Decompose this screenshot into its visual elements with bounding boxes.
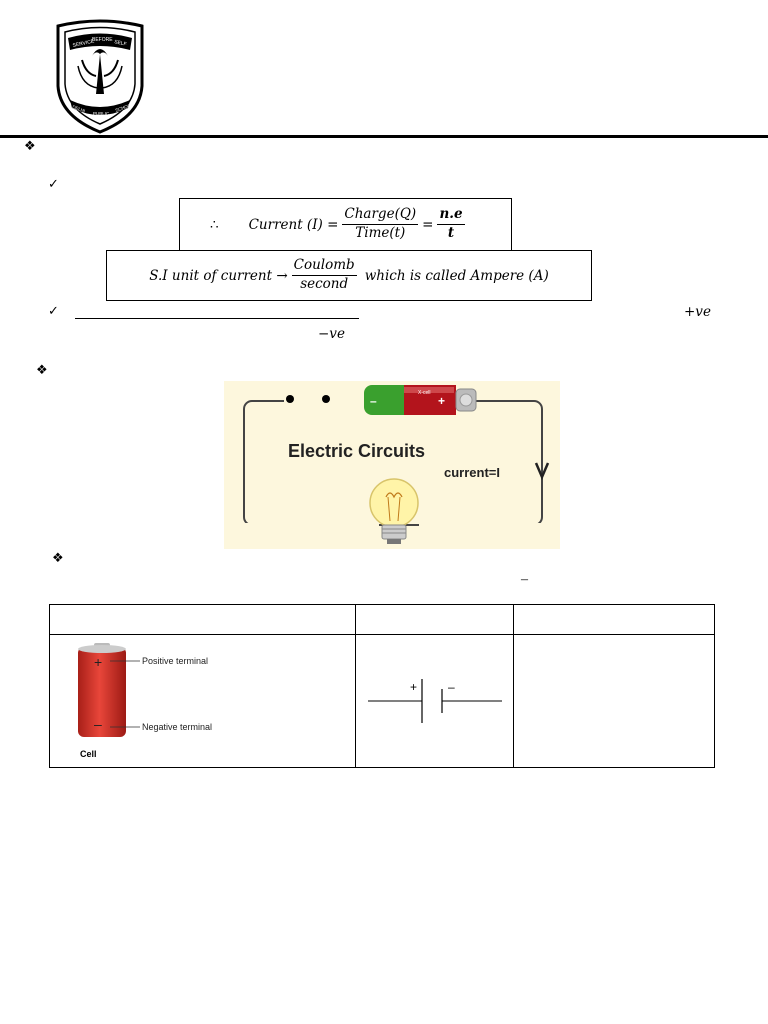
- minus-mark: –: [521, 572, 528, 587]
- table-header-cell: [513, 604, 715, 635]
- battery-plus: +: [438, 394, 445, 408]
- table-row: + – Positive terminal Negative terminal …: [49, 634, 715, 768]
- logo-motto-right: SELF: [114, 39, 127, 47]
- cell-caption: Cell: [80, 749, 97, 759]
- positive-charge: +ve: [684, 304, 711, 320]
- current-formula-box: ∴ Current (I) = Charge(Q) Time(t) = n.e …: [179, 198, 512, 250]
- fraction-numerator: Charge(Q): [342, 207, 419, 225]
- charge-time-fraction: Charge(Q) Time(t): [342, 207, 419, 241]
- logo-bottom-center: PUBLIC: [93, 111, 110, 116]
- table-header-cell: [355, 604, 514, 635]
- negative-terminal-label: Negative terminal: [142, 722, 212, 732]
- equals-sign: =: [422, 216, 434, 233]
- fraction-denominator: t: [447, 225, 455, 241]
- fraction-denominator: Time(t): [355, 225, 406, 241]
- current-lhs: Current (I) =: [248, 216, 339, 233]
- battery-label: X-cell: [418, 390, 431, 396]
- cell-symbol-diagram: + –: [368, 679, 502, 723]
- header-divider: [0, 135, 768, 138]
- underline-rule: [75, 318, 359, 319]
- torch-icon: [77, 49, 123, 94]
- fraction-denominator: second: [300, 276, 349, 292]
- switch-terminal-icon: [322, 395, 330, 403]
- fraction-numerator: n.e: [437, 207, 465, 225]
- logo-motto-center: BEFORE: [92, 37, 113, 43]
- cell-plus: +: [94, 654, 102, 670]
- negative-charge: −ve: [318, 326, 345, 342]
- table-header-cell: [49, 604, 356, 635]
- cell-minus: –: [94, 716, 102, 732]
- symbol-table: + – Positive terminal Negative terminal …: [49, 604, 715, 768]
- logo-motto-left: SERVICE: [72, 38, 95, 49]
- cell-image-cell: + – Positive terminal Negative terminal …: [49, 634, 356, 768]
- section-bullet: ❖: [36, 363, 48, 378]
- logo-bottom-right: SCHOOL: [115, 102, 135, 113]
- therefore-symbol: ∴: [210, 216, 219, 233]
- circuit-title: Electric Circuits: [288, 441, 425, 461]
- cell-battery-image: + – Positive terminal Negative terminal …: [78, 643, 212, 759]
- symbol-minus: –: [448, 680, 455, 694]
- check-mark: ✓: [48, 177, 59, 192]
- si-unit-box: S.I unit of current → Coulomb second whi…: [106, 250, 592, 301]
- si-unit-rhs: which is called Ampere (A): [364, 267, 549, 284]
- current-label: current=I: [444, 465, 500, 480]
- section-bullet: ❖: [24, 139, 36, 154]
- electric-circuit-image: – + X-cell Electric Circuits current=I: [224, 381, 560, 549]
- fraction-numerator: Coulomb: [291, 258, 357, 276]
- coulomb-second-fraction: Coulomb second: [291, 258, 357, 292]
- school-logo: SERVICE BEFORE SELF DELHI PUBLIC SCHOOL: [56, 19, 144, 134]
- ne-t-fraction: n.e t: [437, 207, 465, 241]
- section-bullet: ❖: [52, 551, 64, 566]
- light-bulb-icon: [244, 478, 542, 544]
- battery-icon: – + X-cell: [364, 385, 477, 415]
- symbol-cell: + –: [355, 634, 514, 768]
- table-header-row: [49, 604, 715, 635]
- switch-terminal-icon: [286, 395, 294, 403]
- description-cell: [513, 634, 715, 768]
- positive-terminal-label: Positive terminal: [142, 656, 208, 666]
- battery-minus: –: [370, 394, 377, 408]
- check-mark: ✓: [48, 304, 59, 319]
- symbol-plus: +: [410, 680, 417, 694]
- si-unit-lhs: S.I unit of current →: [149, 267, 288, 284]
- current-arrow-icon: [534, 462, 550, 481]
- logo-bottom-left: DELHI: [72, 104, 86, 113]
